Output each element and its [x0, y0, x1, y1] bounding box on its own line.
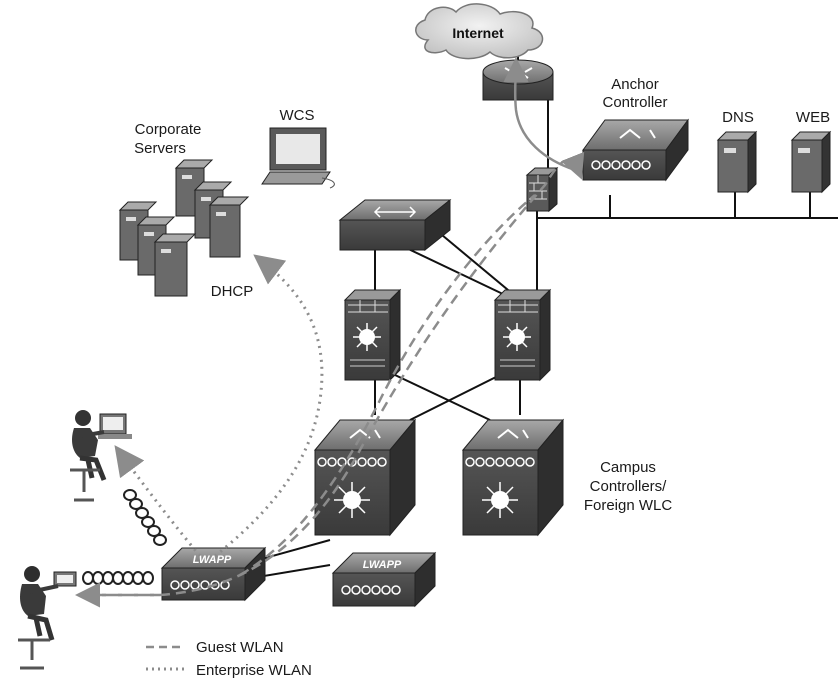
user-guest	[70, 410, 132, 502]
web-label: WEB	[796, 109, 830, 126]
network-links	[239, 50, 838, 581]
campus-label-3: Foreign WLC	[584, 497, 673, 514]
anchor-label-2: Controller	[602, 94, 667, 111]
campus-label-2: Controllers/	[590, 478, 668, 495]
access-point-left: LWAPP	[160, 546, 267, 602]
wireless-signal-up	[123, 489, 167, 546]
firewall-top	[525, 166, 559, 213]
campus-controller-left	[313, 418, 417, 537]
corporate-label-1: Corporate	[135, 121, 202, 138]
dns-label: DNS	[722, 109, 754, 126]
corporate-servers: Corporate Servers DHCP	[118, 121, 254, 300]
guest-path-to-internet	[503, 57, 576, 172]
distribution-switch-left	[343, 288, 402, 382]
distribution-switch-right	[493, 288, 552, 382]
legend: Guest WLAN Enterprise WLAN	[146, 639, 312, 679]
dhcp-label: DHCP	[211, 283, 254, 300]
anchor-controller: Anchor Controller	[582, 76, 689, 182]
wireless-signal-left	[82, 571, 154, 585]
enterprise-path	[214, 254, 324, 558]
internet-label: Internet	[452, 25, 504, 41]
top-switch	[338, 198, 452, 252]
web-server: WEB	[790, 109, 832, 194]
enterprise-path-client	[114, 445, 202, 557]
legend-enterprise-label: Enterprise WLAN	[196, 662, 312, 679]
access-point-right: LWAPP	[331, 551, 437, 608]
wcs-laptop: WCS	[261, 107, 335, 189]
guest-path-2	[239, 194, 536, 577]
corporate-label-2: Servers	[134, 140, 186, 157]
legend-guest-label: Guest WLAN	[196, 639, 284, 656]
dns-server: DNS	[716, 109, 758, 194]
anchor-label-1: Anchor	[611, 76, 659, 93]
wcs-label: WCS	[280, 107, 315, 124]
internet-cloud: Internet	[415, 3, 544, 60]
router	[482, 59, 554, 101]
user-enterprise	[18, 566, 77, 670]
campus-label-1: Campus	[600, 459, 656, 476]
campus-controller-right	[461, 418, 565, 537]
ap-right-label: LWAPP	[363, 559, 402, 571]
ap-left-label: LWAPP	[193, 554, 232, 566]
